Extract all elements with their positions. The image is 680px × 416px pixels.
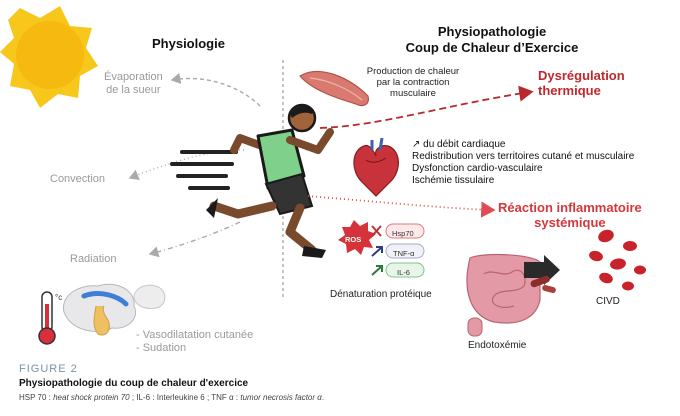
thermal-dysregulation-line2: thermique bbox=[538, 83, 601, 98]
cardiovascular-effects: ↗ du débit cardiaque Redistribution vers… bbox=[412, 139, 634, 187]
red-blood-cells-icon bbox=[589, 229, 646, 291]
heat-production-label: Production de chaleur par la contraction… bbox=[366, 66, 460, 99]
inflammatory-reaction-line1: Réaction inflammatoire bbox=[498, 200, 642, 215]
note-part-5: . bbox=[321, 393, 325, 402]
evaporation-label: Évaporation de la sueur bbox=[104, 71, 163, 97]
svg-text:°c: °c bbox=[55, 293, 62, 302]
evaporation-label-line1: Évaporation bbox=[104, 71, 163, 83]
il6-label: IL-6 bbox=[397, 268, 410, 277]
tnf-up-arrow-icon bbox=[371, 246, 383, 257]
thermal-dysregulation-line1: Dysrégulation bbox=[538, 68, 625, 83]
tissue-ischemia-label: Ischémie tissulaire bbox=[412, 175, 495, 186]
brain-outline-icon bbox=[133, 284, 166, 309]
endotoxemia-label: Endotoxémie bbox=[468, 340, 527, 351]
runner-icon bbox=[170, 103, 334, 258]
thermometer-icon: °c bbox=[38, 291, 62, 345]
figure-abbreviations: HSP 70 : heat shock protein 70 ; IL-6 : … bbox=[19, 393, 324, 402]
inflammatory-reaction-label: Réaction inflammatoire systémique bbox=[498, 200, 642, 230]
hsp70-pill bbox=[385, 223, 425, 239]
endotoxemia-arrow bbox=[524, 255, 560, 285]
figure-title: Physiopathologie du coup de chaleur d'ex… bbox=[19, 378, 249, 389]
thermal-dysregulation-label: Dysrégulation thermique bbox=[538, 68, 625, 98]
vasodilation-label: - Vasodilatation cutanée bbox=[136, 329, 254, 341]
hsp70-label: Hsp70 bbox=[392, 229, 414, 238]
evaporation-arrow bbox=[170, 72, 261, 107]
convection-arrow bbox=[128, 149, 245, 181]
radiation-arrow bbox=[148, 221, 241, 258]
brain-icon bbox=[62, 283, 159, 336]
il6-pill bbox=[385, 262, 425, 278]
inflammation-arrow bbox=[307, 195, 496, 218]
civd-label: CIVD bbox=[596, 296, 620, 307]
thermoregulation-responses: - Vasodilatation cutanée - Sudation bbox=[136, 329, 253, 355]
figure-label: FIGURE 2 bbox=[19, 363, 78, 375]
cardiac-output-label: ↗ du débit cardiaque bbox=[412, 139, 506, 150]
note-part-4: tumor necrosis factor α bbox=[240, 393, 322, 402]
dysregulation-arrow bbox=[319, 85, 534, 129]
tnf-pill bbox=[385, 243, 425, 259]
ros-label: ROS bbox=[345, 235, 362, 244]
heart-icon bbox=[353, 137, 399, 197]
pathophysiology-title: Physiopathologie Coup de Chaleur d’Exerc… bbox=[396, 24, 588, 56]
intestine-icon bbox=[466, 253, 541, 337]
note-part-1: HSP 70 : bbox=[19, 393, 54, 402]
ros-icon bbox=[338, 220, 376, 255]
sun-icon bbox=[0, 6, 98, 108]
muscle-icon bbox=[299, 71, 369, 107]
evaporation-label-line2: de la sueur bbox=[106, 84, 161, 96]
redistribution-label: Redistribution vers territoires cutané e… bbox=[412, 151, 635, 162]
bacteria-icon bbox=[530, 275, 556, 294]
protein-denaturation-label: Dénaturation protéique bbox=[330, 289, 432, 300]
il6-up-arrow-icon bbox=[371, 265, 383, 276]
pathophysiology-title-line1: Physiopathologie bbox=[437, 24, 547, 39]
sweating-label: - Sudation bbox=[136, 342, 187, 354]
decrease-x-icon bbox=[371, 225, 382, 237]
note-part-2: heat shock protein 70 bbox=[53, 393, 130, 402]
physiology-title: Physiologie bbox=[152, 36, 225, 51]
radiation-label: Radiation bbox=[70, 253, 117, 265]
cardiovascular-dysfunction-label: Dysfonction cardio-vasculaire bbox=[412, 163, 543, 174]
tnf-label: TNF-α bbox=[393, 249, 415, 258]
convection-label: Convection bbox=[50, 173, 106, 185]
pathophysiology-title-line2: Coup de Chaleur d’Exercice bbox=[405, 40, 579, 55]
note-part-3: ; IL-6 : Interleukine 6 ; TNF α : bbox=[129, 393, 241, 402]
inflammatory-reaction-line2: systémique bbox=[534, 215, 606, 230]
